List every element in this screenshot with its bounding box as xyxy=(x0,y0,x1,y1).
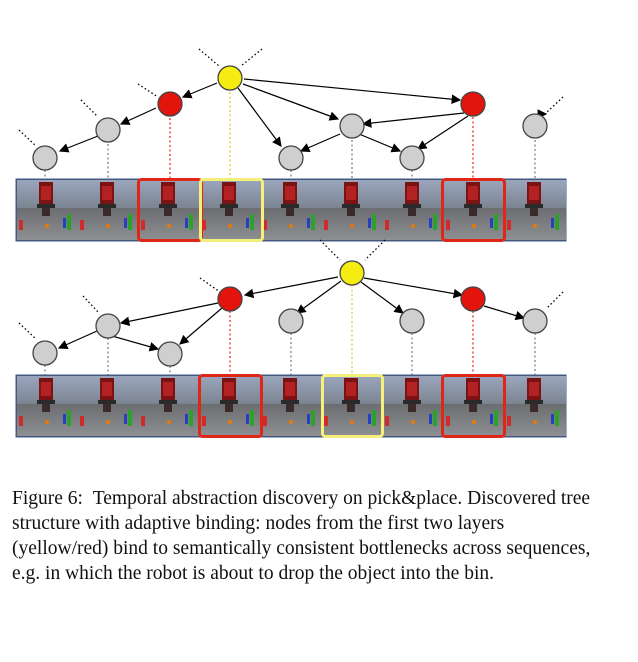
red-node xyxy=(460,286,486,312)
yellow-node xyxy=(217,65,243,91)
gray-node xyxy=(32,340,58,366)
gray-node xyxy=(95,117,121,143)
frame-strip-top xyxy=(15,178,567,242)
gray-node xyxy=(522,308,548,334)
yellow-node xyxy=(339,260,365,286)
gray-node xyxy=(95,313,121,339)
figure-graphic xyxy=(15,48,567,438)
red-node xyxy=(157,91,183,117)
gray-node xyxy=(278,145,304,171)
caption-text: Temporal abstraction discovery on pick&p… xyxy=(12,488,591,584)
caption-label: Figure 6: xyxy=(12,488,83,509)
gray-node xyxy=(399,308,425,334)
gray-node xyxy=(522,113,548,139)
gray-node xyxy=(339,113,365,139)
frame-strip-bottom xyxy=(15,374,567,438)
figure-caption: Figure 6: Temporal abstraction discovery… xyxy=(12,486,602,586)
red-node xyxy=(460,91,486,117)
gray-node xyxy=(157,341,183,367)
red-node xyxy=(217,286,243,312)
gray-node xyxy=(278,308,304,334)
gray-node xyxy=(399,145,425,171)
gray-node xyxy=(32,145,58,171)
